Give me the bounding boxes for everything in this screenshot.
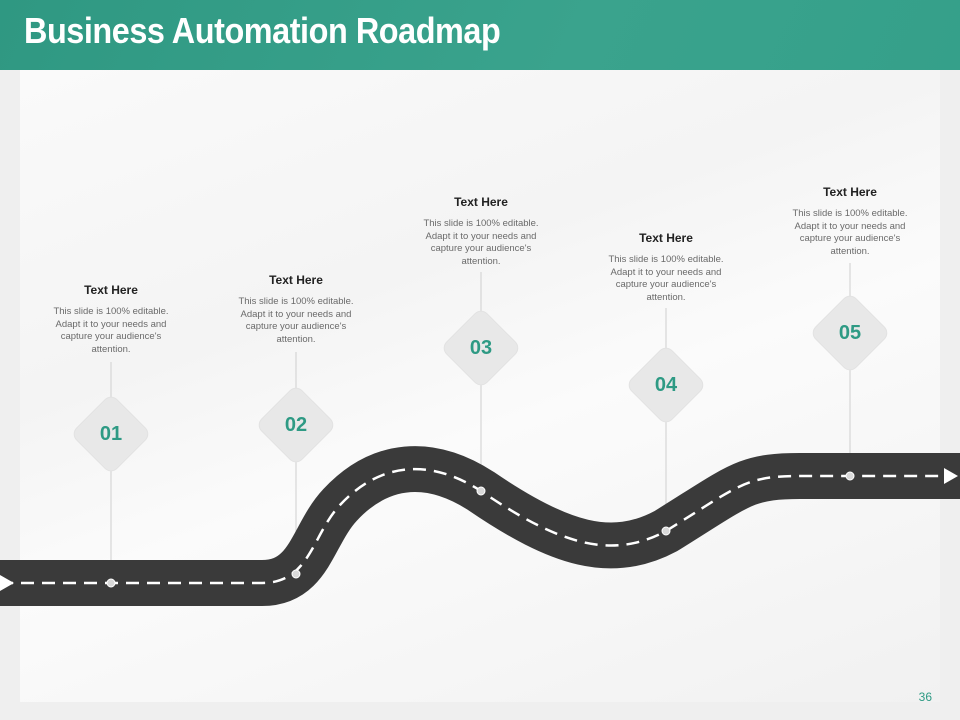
road-marker-01 xyxy=(106,578,116,588)
milestone-number: 03 xyxy=(469,337,493,359)
road xyxy=(0,446,960,606)
milestone-text-01: Text Here This slide is 100% editable. A… xyxy=(46,283,176,356)
milestone-text-05: Text Here This slide is 100% editable. A… xyxy=(785,185,915,258)
road-marker-04 xyxy=(661,526,671,536)
road-marker-03 xyxy=(476,486,486,496)
title-bar: Business Automation Roadmap xyxy=(0,0,960,70)
road-end-arrow xyxy=(944,468,958,484)
milestone-body: This slide is 100% editable. Adapt it to… xyxy=(238,296,354,345)
road-marker-02 xyxy=(291,569,301,579)
milestone-body: This slide is 100% editable. Adapt it to… xyxy=(53,306,169,355)
milestone-number: 04 xyxy=(654,374,678,396)
road-marker-05 xyxy=(845,471,855,481)
milestone-body: This slide is 100% editable. Adapt it to… xyxy=(423,218,539,267)
road-markers xyxy=(106,471,855,588)
milestone-heading: Text Here xyxy=(84,283,138,297)
page-number: 36 xyxy=(918,690,932,704)
milestone-heading: Text Here xyxy=(823,185,877,199)
milestone-text-02: Text Here This slide is 100% editable. A… xyxy=(231,273,361,346)
milestone-number: 01 xyxy=(99,423,123,445)
milestone-body: This slide is 100% editable. Adapt it to… xyxy=(792,208,908,257)
milestone-heading: Text Here xyxy=(454,195,508,209)
milestone-number: 05 xyxy=(838,322,862,344)
milestone-heading: Text Here xyxy=(269,273,323,287)
milestone-body: This slide is 100% editable. Adapt it to… xyxy=(608,254,724,303)
milestone-text-04: Text Here This slide is 100% editable. A… xyxy=(601,231,731,304)
road-start-arrow xyxy=(0,575,14,591)
milestone-text-03: Text Here This slide is 100% editable. A… xyxy=(416,195,546,268)
milestone-heading: Text Here xyxy=(639,231,693,245)
slide-title: Business Automation Roadmap xyxy=(24,10,501,51)
milestone-number: 02 xyxy=(284,414,308,436)
